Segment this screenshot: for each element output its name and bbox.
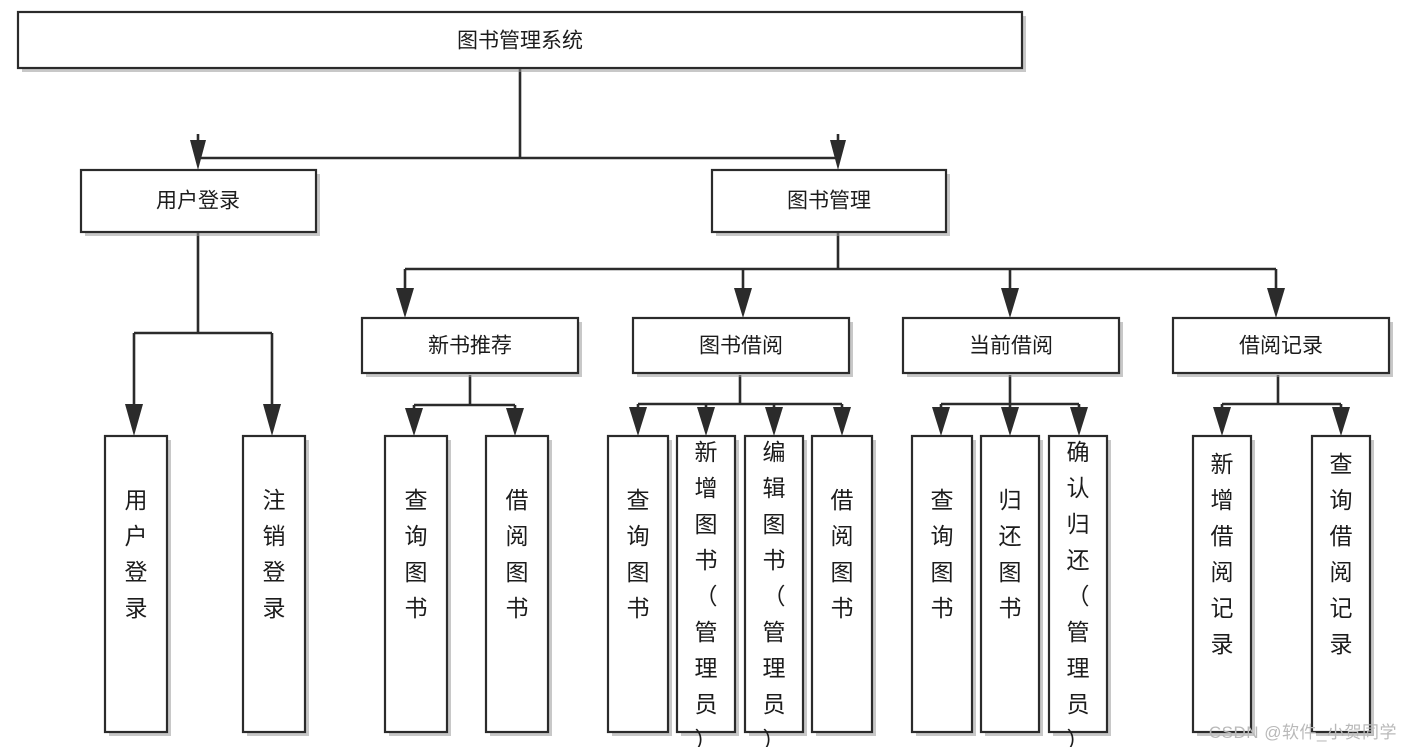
leaf-borrow-borrow-book[interactable]: 借阅图书: [810, 434, 876, 736]
node-book-borrow-label: 图书借阅: [699, 335, 783, 358]
node-book-borrow-box: [631, 316, 851, 375]
arrow-to-current-borrow: [1001, 288, 1019, 318]
leaf-borrow-borrow-book-label: 借阅图书: [831, 487, 854, 621]
node-current-borrow-box: [901, 316, 1121, 375]
node-borrow-record-label: 借阅记录: [1239, 335, 1323, 358]
leaf-borrow-add-book[interactable]: 新增图书（管理员）: [675, 434, 739, 747]
leaf-logout[interactable]: 注销登录: [241, 434, 309, 736]
arrow-to-borrow-borrow-book: [833, 407, 851, 436]
leaf-current-query-book-box: [910, 434, 974, 734]
leaf-user-login[interactable]: 用户登录: [103, 434, 171, 736]
arrow-to-user-login: [190, 140, 206, 170]
node-book-manage[interactable]: 图书管理: [710, 168, 950, 236]
node-user-login-box: [79, 168, 318, 234]
leaf-logout-box: [241, 434, 307, 734]
node-root-box: [16, 10, 1024, 70]
leaf-record-query-label: 查询借阅记录: [1330, 451, 1353, 657]
leaf-current-confirm-return-box: [1047, 434, 1109, 734]
leaf-current-return-book-box: [979, 434, 1041, 734]
node-new-book-recommend-box: [360, 316, 580, 375]
leaf-recommend-query-book-box: [383, 434, 449, 734]
leaf-user-login-label: 用户登录: [125, 487, 148, 621]
arrow-to-current-confirm-return: [1070, 407, 1088, 436]
leaf-current-return-book[interactable]: 归还图书: [979, 434, 1043, 736]
arrow-to-leaf-logout: [263, 404, 281, 436]
leaf-user-login-box: [103, 434, 169, 734]
leaf-record-add[interactable]: 新增借阅记录: [1191, 434, 1255, 736]
leaf-borrow-add-book-label: 新增图书（管理员）: [695, 439, 718, 747]
leaf-borrow-edit-book-box: [743, 434, 805, 734]
leaf-record-query-box: [1310, 434, 1372, 734]
node-borrow-record[interactable]: 借阅记录: [1171, 316, 1393, 377]
arrow-to-borrow-query-book: [629, 407, 647, 436]
leaf-recommend-query-book-label: 查询图书: [405, 487, 428, 621]
node-new-book-recommend[interactable]: 新书推荐: [360, 316, 582, 377]
node-root[interactable]: 图书管理系统: [16, 10, 1026, 72]
node-user-login-label: 用户登录: [156, 190, 240, 213]
leaf-record-query[interactable]: 查询借阅记录: [1310, 434, 1374, 736]
leaf-borrow-query-book[interactable]: 查询图书: [606, 434, 672, 736]
arrow-to-new-book-recommend: [396, 288, 414, 318]
leaf-recommend-borrow-book[interactable]: 借阅图书: [484, 434, 552, 736]
arrow-to-current-query-book: [932, 407, 950, 436]
node-book-manage-box: [710, 168, 948, 234]
arrow-to-leaf-user-login: [125, 404, 143, 436]
node-current-borrow[interactable]: 当前借阅: [901, 316, 1123, 377]
leaf-borrow-query-book-box: [606, 434, 670, 734]
arrow-to-record-add: [1213, 407, 1231, 436]
leaf-recommend-borrow-book-box: [484, 434, 550, 734]
leaf-current-return-book-label: 归还图书: [999, 487, 1022, 621]
leaf-borrow-edit-book-label: 编辑图书（管理员）: [763, 439, 786, 747]
leaf-current-confirm-return-label: 确认归还（管理员）: [1067, 439, 1090, 747]
node-root-label: 图书管理系统: [457, 30, 583, 53]
leaf-current-query-book[interactable]: 查询图书: [910, 434, 976, 736]
arrow-to-record-query: [1332, 407, 1350, 436]
connector-layer: [125, 68, 1350, 436]
leaf-borrow-edit-book[interactable]: 编辑图书（管理员）: [743, 434, 807, 747]
arrow-to-recommend-borrow-book: [506, 408, 524, 436]
leaf-borrow-add-book-box: [675, 434, 737, 734]
csdn-watermark: CSDN @软件_小贺同学: [1208, 723, 1397, 742]
leaf-logout-label: 注销登录: [263, 487, 286, 621]
leaf-recommend-borrow-book-label: 借阅图书: [506, 487, 529, 621]
leaf-recommend-query-book[interactable]: 查询图书: [383, 434, 451, 736]
arrow-to-recommend-query-book: [405, 408, 423, 436]
node-book-manage-label: 图书管理: [787, 190, 871, 213]
leaf-borrow-query-book-label: 查询图书: [627, 487, 650, 621]
node-user-login[interactable]: 用户登录: [79, 168, 320, 236]
node-current-borrow-label: 当前借阅: [969, 335, 1053, 358]
arrow-to-borrow-add-book: [697, 407, 715, 436]
leaf-borrow-borrow-book-box: [810, 434, 874, 734]
node-book-borrow[interactable]: 图书借阅: [631, 316, 853, 377]
node-borrow-record-box: [1171, 316, 1391, 375]
arrow-to-borrow-edit-book: [765, 407, 783, 436]
node-new-book-recommend-label: 新书推荐: [428, 335, 512, 358]
arrow-to-book-borrow: [734, 288, 752, 318]
arrow-to-borrow-record: [1267, 288, 1285, 318]
arrow-to-current-return-book: [1001, 407, 1019, 436]
leaf-record-add-box: [1191, 434, 1253, 734]
leaf-current-confirm-return[interactable]: 确认归还（管理员）: [1047, 434, 1111, 747]
leaf-record-add-label: 新增借阅记录: [1211, 451, 1234, 657]
leaf-current-query-book-label: 查询图书: [931, 487, 954, 621]
arrow-to-book-manage: [830, 140, 846, 170]
